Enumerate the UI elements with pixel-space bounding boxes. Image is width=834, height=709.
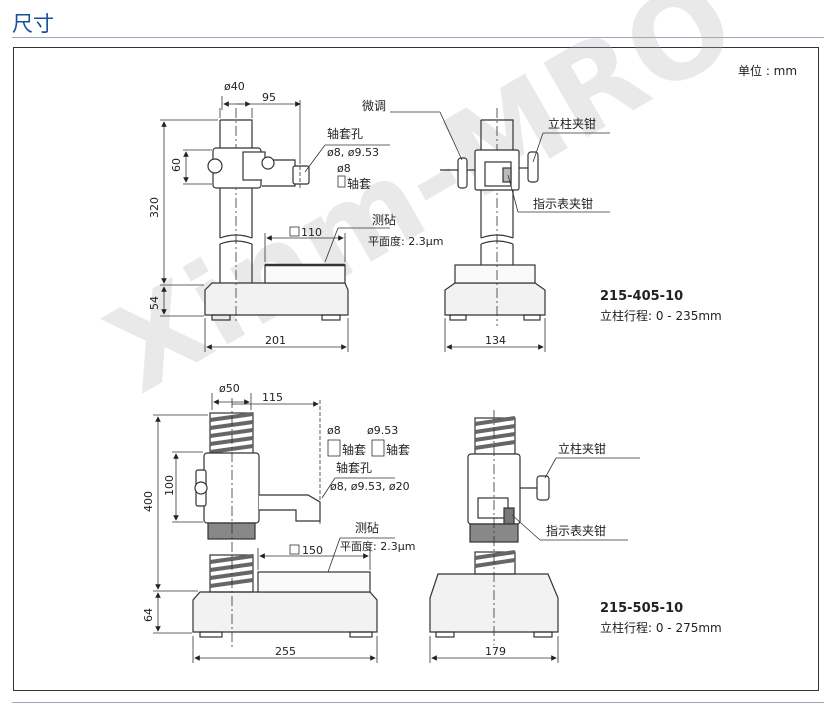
svg-text:134: 134 [485, 334, 506, 347]
svg-text:Xinm-MRO: Xinm-MRO [85, 0, 757, 419]
model-a-side-dimensions [390, 111, 610, 352]
svg-text:测砧: 测砧 [372, 213, 396, 227]
page-title: 尺寸 [12, 12, 54, 36]
svg-text:轴套: 轴套 [347, 176, 371, 191]
model-a-front-view [204, 108, 349, 322]
drawing-frame [13, 47, 819, 691]
svg-text:ø8: ø8 [337, 162, 351, 175]
unit-label: 单位 : mm [738, 63, 797, 78]
model-b-front-labels: ø50 115 100 400 64 255 150 ø8 ø9.53 轴套 轴… [142, 382, 415, 658]
title-divider [12, 37, 824, 38]
watermark: Xinm-MRO [85, 0, 757, 419]
svg-text:轴套: 轴套 [386, 442, 410, 457]
svg-text:轴套: 轴套 [342, 442, 366, 457]
svg-text:ø40: ø40 [224, 80, 245, 93]
svg-text:轴套孔: 轴套孔 [336, 460, 372, 475]
svg-text:ø50: ø50 [219, 382, 240, 395]
svg-text:115: 115 [262, 391, 283, 404]
svg-text:54: 54 [148, 296, 161, 310]
model-a-side-labels: 134 微调 立柱夹钳 指示表夹钳 215-405-10 立柱行程: 0 - 2… [362, 99, 722, 347]
svg-text:215-405-10: 215-405-10 [600, 289, 683, 304]
model-b-side-labels: 179 立柱夹钳 指示表夹钳 215-505-10 立柱行程: 0 - 275m… [485, 441, 722, 658]
svg-text:立柱夹钳: 立柱夹钳 [548, 116, 596, 131]
model-b-side-view [429, 410, 559, 645]
svg-text:100: 100 [163, 475, 176, 496]
svg-text:立柱夹钳: 立柱夹钳 [558, 441, 606, 456]
svg-text:201: 201 [265, 334, 286, 347]
svg-text:ø8, ø9.53: ø8, ø9.53 [327, 146, 379, 159]
model-a-side-view [440, 108, 546, 326]
svg-text:微调: 微调 [362, 99, 386, 113]
svg-text:320: 320 [148, 197, 161, 218]
model-b-side-dimensions [429, 457, 640, 663]
svg-text:ø8, ø9.53, ø20: ø8, ø9.53, ø20 [330, 480, 410, 493]
svg-text:立柱行程: 0 - 235mm: 立柱行程: 0 - 235mm [600, 308, 722, 323]
svg-text:轴套孔: 轴套孔 [327, 126, 363, 141]
svg-text:ø9.53: ø9.53 [367, 424, 398, 437]
svg-text:ø8: ø8 [327, 424, 341, 437]
model-b-front-view [192, 398, 378, 650]
svg-text:立柱行程: 0 - 275mm: 立柱行程: 0 - 275mm [600, 620, 722, 635]
svg-text:150: 150 [302, 544, 323, 557]
svg-text:平面度: 2.3μm: 平面度: 2.3μm [340, 539, 415, 553]
svg-text:64: 64 [142, 608, 155, 622]
svg-text:60: 60 [170, 158, 183, 172]
svg-text:95: 95 [262, 91, 276, 104]
svg-text:179: 179 [485, 645, 506, 658]
svg-text:平面度: 2.3μm: 平面度: 2.3μm [368, 234, 443, 248]
model-b-front-dimensions [153, 393, 395, 663]
svg-text:指示表夹钳: 指示表夹钳 [533, 196, 593, 211]
svg-text:110: 110 [301, 226, 322, 239]
model-a-front-labels: ø40 95 60 320 54 201 110 轴套孔 ø8, ø9.53 ø… [148, 80, 443, 347]
bottom-divider [12, 702, 824, 703]
svg-text:测砧: 测砧 [355, 521, 379, 535]
svg-text:215-505-10: 215-505-10 [600, 601, 683, 616]
model-a-front-dimensions [160, 96, 390, 352]
svg-text:255: 255 [275, 645, 296, 658]
svg-text:指示表夹钳: 指示表夹钳 [546, 523, 606, 538]
svg-text:400: 400 [142, 491, 155, 512]
